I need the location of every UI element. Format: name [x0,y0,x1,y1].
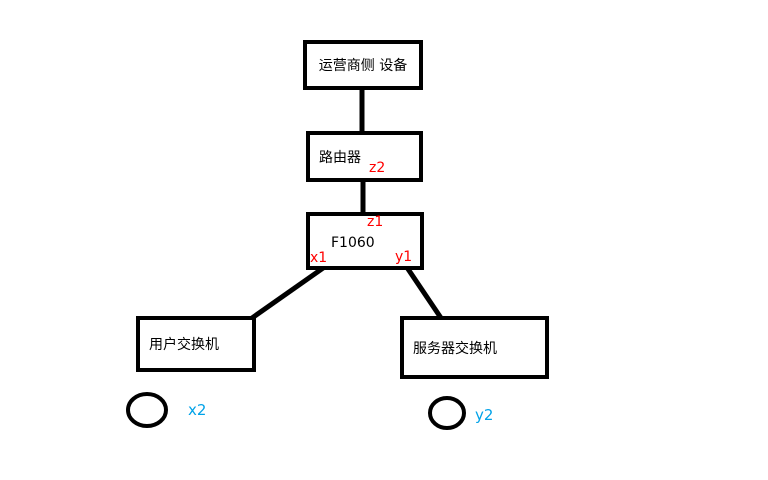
link-firewall-user-switch [250,263,328,321]
endpoint-label-x2: x2 [188,401,207,419]
node-user-switch: 用户交换机 [136,316,256,372]
port-label-z1: z1 [367,214,384,230]
node-router-label: 路由器 [319,149,361,166]
endpoint-circle-y2 [428,396,466,430]
node-user-switch-label: 用户交换机 [149,337,219,353]
node-server-switch-label: 服务器交换机 [413,340,497,357]
node-server-switch: 服务器交换机 [400,316,549,379]
node-carrier-device: 运营商侧 设备 [303,40,423,90]
port-label-z2: z2 [369,160,386,176]
port-label-x1: x1 [310,250,328,266]
endpoint-circle-x2 [126,392,168,428]
port-label-y1: y1 [395,249,413,265]
node-router: 路由器 [306,131,423,182]
endpoint-label-y2: y2 [475,406,494,424]
node-firewall [306,212,424,270]
firewall-model-label: F1060 [331,235,375,251]
link-firewall-server-switch [403,264,444,320]
node-carrier-label: 运营商侧 设备 [318,58,408,74]
